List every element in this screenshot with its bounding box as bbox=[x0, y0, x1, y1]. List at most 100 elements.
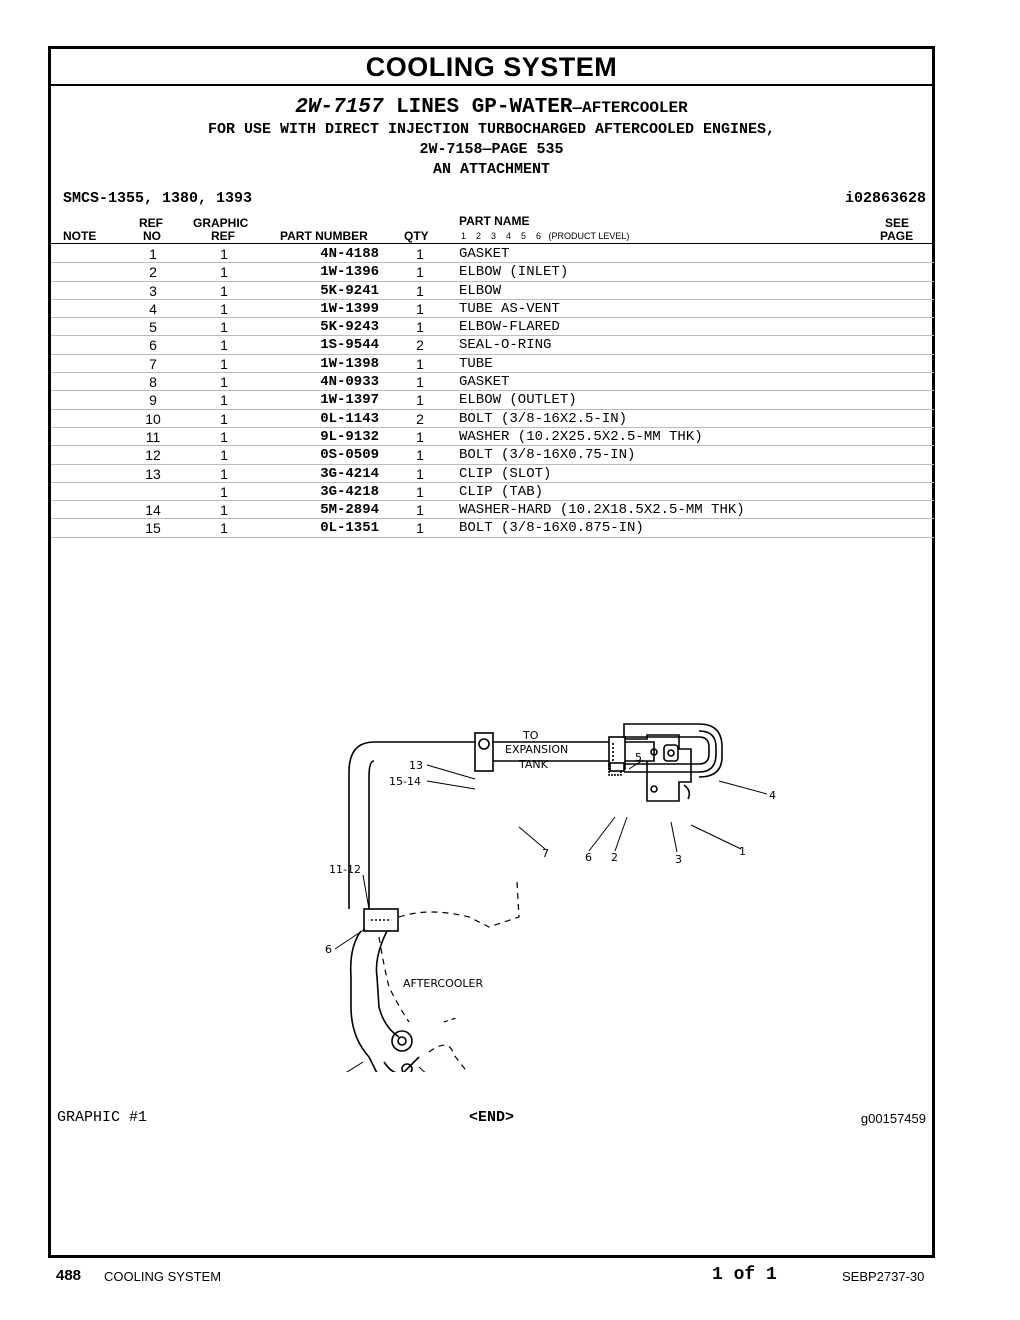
page-frame: COOLING SYSTEM 2W-7157 LINES GP-WATER—AF… bbox=[48, 46, 935, 1258]
smcs-codes: SMCS-1355, 1380, 1393 bbox=[63, 190, 253, 207]
callout-11-12: 11-12 bbox=[329, 863, 361, 876]
group-line-2: 2W-7158—PAGE 535 bbox=[419, 141, 564, 158]
cell-pn: 3G-4218 bbox=[320, 483, 379, 500]
cell-qty: 1 bbox=[416, 465, 424, 482]
cell-qty: 2 bbox=[416, 410, 424, 427]
page-title: COOLING SYSTEM bbox=[51, 49, 932, 86]
cell-gref: 1 bbox=[220, 355, 228, 372]
cell-ref: 8 bbox=[149, 374, 157, 391]
cell-qty: 1 bbox=[416, 319, 424, 336]
callout-1: 1 bbox=[739, 845, 746, 858]
cell-qty: 1 bbox=[416, 264, 424, 281]
cell-pn: 1W-1396 bbox=[320, 264, 379, 281]
cell-ref: 5 bbox=[149, 319, 157, 336]
callout-15-14: 15-14 bbox=[389, 775, 421, 788]
page-footer: 488 COOLING SYSTEM 1 of 1 SEBP2737-30 bbox=[0, 1265, 1020, 1289]
cell-pn: 1W-1397 bbox=[320, 392, 379, 409]
label-expansion: EXPANSION bbox=[505, 743, 568, 756]
callout-6-top: 6 bbox=[585, 851, 592, 864]
cell-pn: 0S-0509 bbox=[320, 447, 379, 464]
callout-7: 7 bbox=[542, 847, 549, 860]
cell-ref: 15 bbox=[145, 520, 161, 537]
cell-pn: 9L-9132 bbox=[320, 428, 379, 445]
cell-qty: 1 bbox=[416, 483, 424, 500]
cell-name: WASHER (10.2X25.5X2.5-MM THK) bbox=[459, 428, 703, 445]
cell-gref: 1 bbox=[220, 520, 228, 537]
cell-qty: 1 bbox=[416, 374, 424, 391]
cell-pn: 1W-1399 bbox=[320, 300, 379, 317]
label-tank: TANK bbox=[518, 758, 549, 771]
cell-name: ELBOW-FLARED bbox=[459, 319, 560, 336]
cell-name: TUBE bbox=[459, 355, 493, 372]
group-suffix: —AFTERCOOLER bbox=[572, 99, 688, 117]
column-header: NOTE REF NO GRAPHIC REF PART NUMBER QTY … bbox=[51, 214, 932, 244]
cell-pn: 3G-4214 bbox=[320, 465, 379, 482]
cell-ref: 1 bbox=[149, 246, 157, 262]
cell-ref: 11 bbox=[145, 428, 161, 445]
cell-name: ELBOW (INLET) bbox=[459, 264, 569, 281]
cell-gref: 1 bbox=[220, 447, 228, 464]
cell-ref: 6 bbox=[149, 337, 157, 354]
cell-pn: 5M-2894 bbox=[320, 502, 379, 519]
cell-pn: 1W-1398 bbox=[320, 355, 379, 372]
cell-ref: 7 bbox=[149, 355, 157, 372]
cell-gref: 1 bbox=[220, 374, 228, 391]
callout-13: 13 bbox=[409, 759, 423, 772]
pagination: 1 of 1 bbox=[712, 1265, 777, 1285]
cell-gref: 1 bbox=[220, 282, 228, 299]
cell-qty: 1 bbox=[416, 447, 424, 464]
col-part-number: PART NUMBER bbox=[280, 229, 368, 243]
callout-5: 5 bbox=[635, 751, 642, 764]
cell-pn: 0L-1351 bbox=[320, 520, 379, 537]
group-line-3: AN ATTACHMENT bbox=[432, 161, 551, 178]
cell-name: TUBE AS-VENT bbox=[459, 300, 560, 317]
parts-illustration: TO EXPANSION TANK AFTERCOOLER 13 15-14 5… bbox=[325, 723, 776, 1072]
cell-pn: 4N-0933 bbox=[320, 374, 379, 391]
callout-6-bottom: 6 bbox=[325, 943, 332, 956]
cell-qty: 1 bbox=[416, 428, 424, 445]
cell-ref: 12 bbox=[145, 447, 161, 464]
cell-name: CLIP (SLOT) bbox=[459, 465, 552, 482]
cell-name: WASHER-HARD (10.2X18.5X2.5-MM THK) bbox=[459, 502, 745, 519]
cell-qty: 1 bbox=[416, 282, 424, 299]
cell-pn: 0L-1143 bbox=[320, 410, 379, 427]
col-ref-bottom: NO bbox=[143, 229, 161, 243]
cell-name: SEAL-O-RING bbox=[459, 337, 552, 354]
cell-gref: 1 bbox=[220, 465, 228, 482]
group-line-1: FOR USE WITH DIRECT INJECTION TURBOCHARG… bbox=[207, 121, 776, 138]
cell-qty: 1 bbox=[416, 246, 424, 262]
cell-ref: 9 bbox=[149, 392, 157, 409]
cell-ref: 2 bbox=[149, 264, 157, 281]
cell-gref: 1 bbox=[220, 246, 228, 262]
col-ref-top: REF bbox=[139, 216, 163, 230]
cell-gref: 1 bbox=[220, 483, 228, 500]
cell-qty: 1 bbox=[416, 300, 424, 317]
cell-name: CLIP (TAB) bbox=[459, 483, 544, 500]
table-row: 7 1 1W-1398 1 TUBE bbox=[51, 355, 934, 374]
group-header: 2W-7157 LINES GP-WATER—AFTERCOOLER FOR U… bbox=[51, 86, 932, 231]
cell-ref: 14 bbox=[145, 502, 161, 519]
cell-pn: 5K-9241 bbox=[320, 282, 379, 299]
col-see-bottom: PAGE bbox=[880, 229, 914, 243]
callout-3: 3 bbox=[675, 853, 682, 866]
illustration-id: i02863628 bbox=[844, 190, 926, 207]
cell-qty: 1 bbox=[416, 355, 424, 372]
label-to: TO bbox=[522, 729, 539, 742]
cell-gref: 1 bbox=[220, 502, 228, 519]
callout-4: 4 bbox=[769, 789, 776, 802]
cell-qty: 1 bbox=[416, 392, 424, 409]
cell-name: ELBOW bbox=[459, 282, 502, 299]
table-row: 1 3G-4218 1 CLIP (TAB) bbox=[51, 483, 934, 502]
cell-ref: 4 bbox=[149, 300, 157, 317]
cell-ref: 10 bbox=[145, 410, 161, 427]
cell-ref: 13 bbox=[145, 465, 161, 482]
callout-2: 2 bbox=[611, 851, 618, 864]
